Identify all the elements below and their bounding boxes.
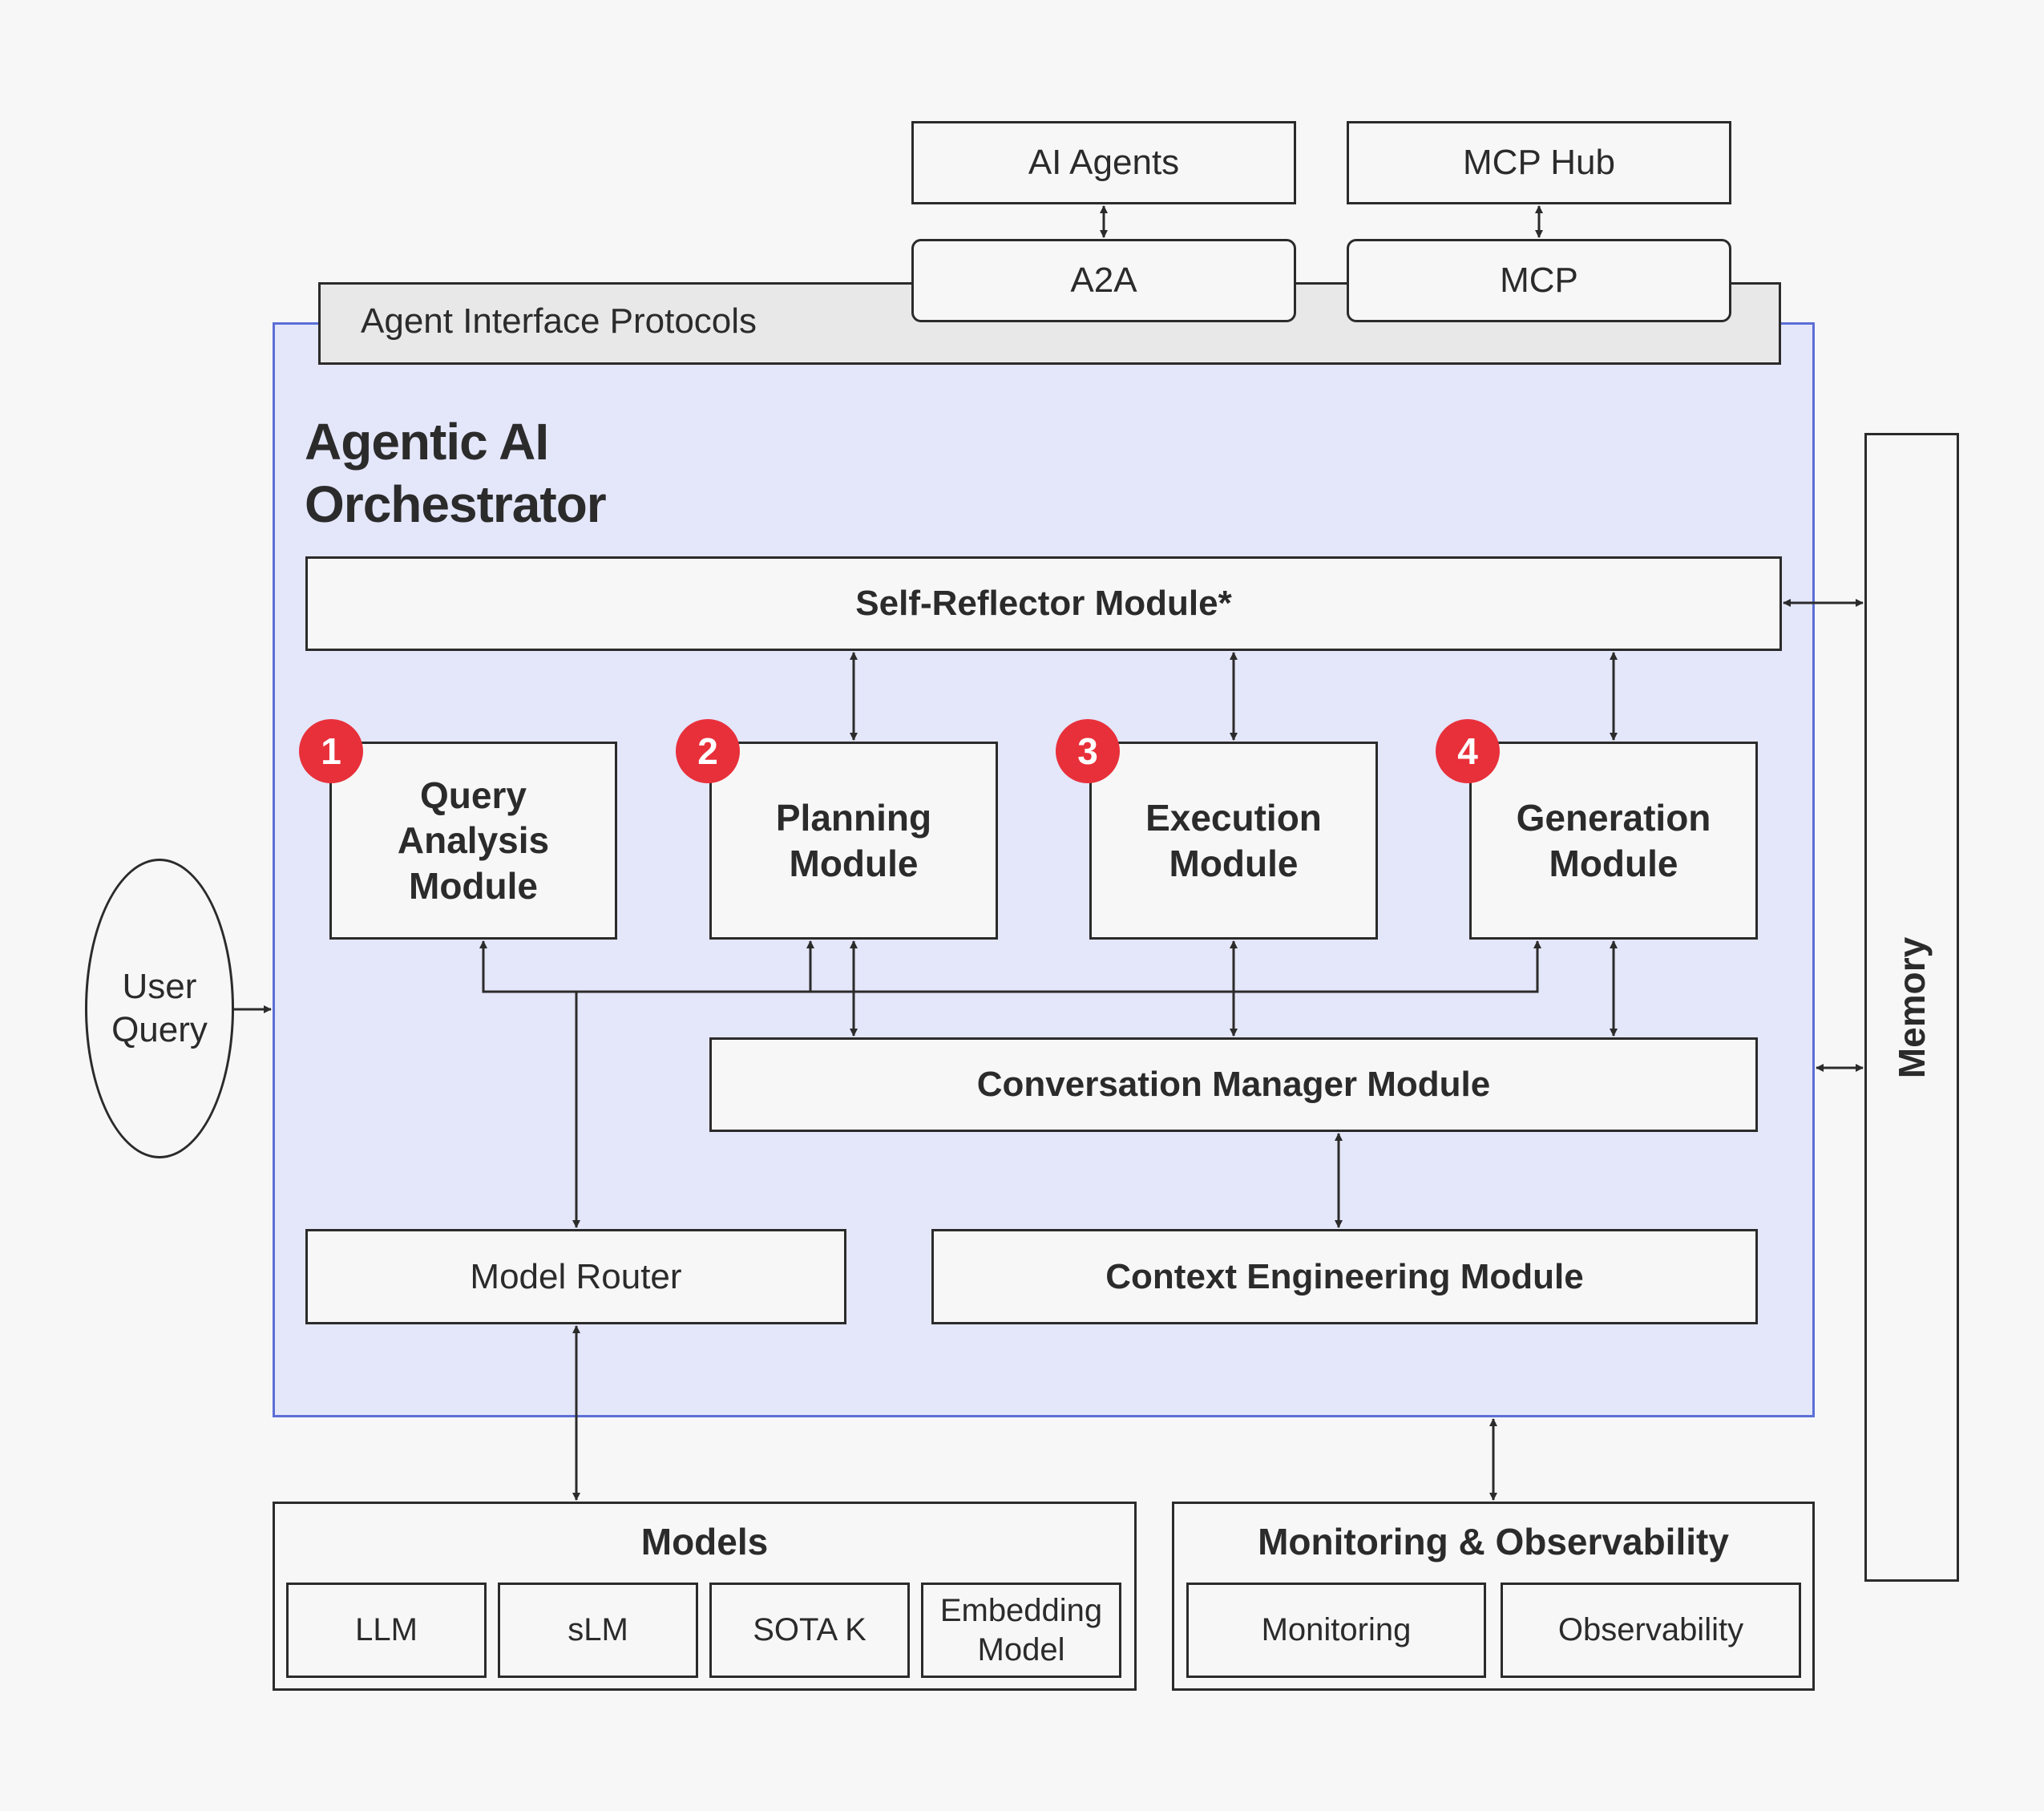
embedding-model-line2: Model [977,1631,1065,1667]
model-router: Model Router [305,1229,846,1324]
a2a-label: A2A [1070,261,1137,301]
ai-agents-label: AI Agents [1028,143,1180,183]
user-query-ellipse: User Query [85,859,234,1158]
step-badge-2: 2 [676,719,740,783]
conversation-manager-module: Conversation Manager Module [709,1037,1758,1132]
step-badge-3: 3 [1056,719,1120,783]
llm-box: LLM [286,1583,487,1678]
mcp-hub-box: MCP Hub [1347,121,1731,204]
execution-line2: Module [1169,842,1299,884]
generation-line1: Generation [1516,797,1711,839]
monitoring-label: Monitoring [1261,1612,1412,1648]
observability-box: Observability [1501,1583,1801,1678]
memory-box [1864,433,1959,1582]
a2a-box: A2A [911,239,1296,322]
slm-box: sLM [498,1583,698,1678]
planning-module: Planning Module [709,742,998,940]
self-reflector-module: Self-Reflector Module* [305,556,1782,651]
model-router-label: Model Router [470,1256,682,1296]
sota-k-box: SOTA K [709,1583,910,1678]
mcp-label: MCP [1500,261,1578,301]
ai-agents-box: AI Agents [911,121,1296,204]
planning-line2: Module [789,842,919,884]
conversation-manager-label: Conversation Manager Module [976,1065,1491,1105]
self-reflector-label: Self-Reflector Module* [855,584,1232,624]
agent-interface-protocols-label: Agent Interface Protocols [361,301,757,341]
query-analysis-line1: Query [420,774,527,817]
router-bus-line [479,940,1541,993]
sota-k-label: SOTA K [753,1612,866,1648]
generation-module: Generation Module [1469,742,1758,940]
monitoring-group [1172,1502,1815,1691]
generation-line2: Module [1549,842,1678,884]
orchestrator-title-line1: Agentic AI [305,413,549,471]
models-title: Models [640,1521,769,1562]
user-query-line2: Query [111,1010,208,1049]
orchestrator-title: Agentic AI Orchestrator [305,410,607,536]
llm-label: LLM [355,1612,418,1648]
query-analysis-module: Query Analysis Module [329,742,617,940]
mcp-box: MCP [1347,239,1731,322]
monitoring-title: Monitoring & Observability [1258,1521,1729,1562]
planning-line1: Planning [775,797,932,839]
query-analysis-line3: Module [409,864,538,907]
embedding-model-box: Embedding Model [921,1583,1121,1678]
step-badge-4: 4 [1436,719,1500,783]
context-engineering-label: Context Engineering Module [1105,1256,1584,1296]
user-query-line1: User [122,967,197,1007]
observability-label: Observability [1557,1612,1744,1648]
monitoring-box: Monitoring [1186,1583,1486,1678]
mcp-hub-label: MCP Hub [1463,143,1615,183]
embedding-model-line1: Embedding [939,1592,1103,1628]
execution-module: Execution Module [1089,742,1378,940]
slm-label: sLM [568,1612,628,1648]
orchestrator-title-line2: Orchestrator [305,475,607,533]
context-engineering-module: Context Engineering Module [931,1229,1758,1324]
query-analysis-line2: Analysis [397,819,550,862]
models-group [273,1502,1137,1691]
step-badge-1: 1 [299,719,363,783]
execution-line1: Execution [1145,797,1322,839]
